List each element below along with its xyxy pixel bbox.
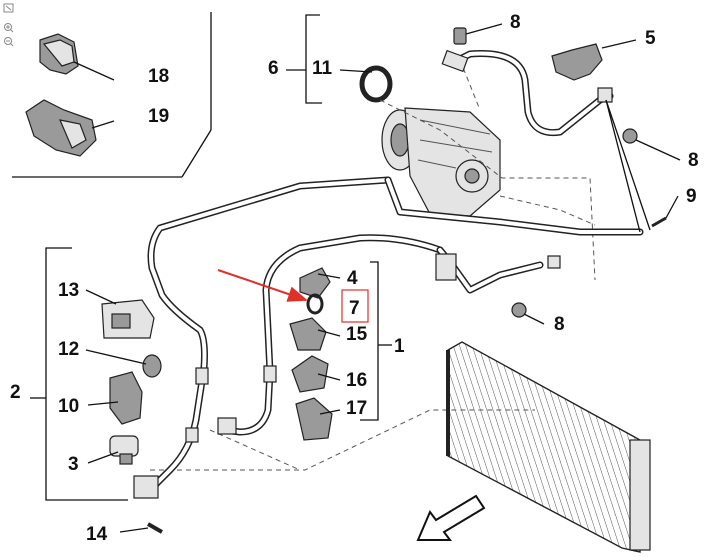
- callout-15: 15: [346, 324, 368, 345]
- direction-arrow-icon: [416, 494, 486, 541]
- compressor: [381, 107, 501, 217]
- part-15-bracket: [289, 317, 327, 351]
- callout-19: 19: [148, 106, 169, 127]
- highlight-arrow: [217, 269, 308, 302]
- callout-7: 7: [349, 298, 360, 319]
- callout-8-right: 8: [688, 150, 699, 171]
- callout-11: 11: [312, 58, 333, 79]
- inset-frame: [12, 12, 212, 178]
- callout-12: 12: [58, 339, 79, 360]
- part-12-grommet: [142, 354, 162, 378]
- part-7-o-ring: [306, 293, 324, 315]
- zoom-in-icon[interactable]: [4, 23, 14, 33]
- callout-14: 14: [86, 524, 108, 545]
- part-14-bolt: [147, 522, 163, 534]
- callout-10: 10: [58, 396, 79, 417]
- part-19-bracket: [25, 99, 97, 157]
- part-9-screw: [651, 216, 667, 228]
- hose-fittings: [133, 49, 613, 499]
- part-3-pressure-switch: [109, 435, 139, 465]
- callout-8-mid: 8: [554, 314, 565, 335]
- callout-18: 18: [148, 66, 169, 87]
- part-18-bracket: [39, 33, 79, 75]
- callout-17: 17: [346, 398, 367, 419]
- part-16-bracket: [291, 355, 329, 393]
- group-bracket-2: [30, 247, 128, 501]
- callout-16: 16: [346, 370, 367, 391]
- zoom-out-icon[interactable]: [4, 37, 14, 47]
- part-8-plug: [453, 27, 638, 318]
- part-5-bracket: [551, 43, 603, 81]
- callout-3: 3: [68, 454, 79, 475]
- callout-5: 5: [645, 28, 656, 49]
- callout-4: 4: [347, 268, 358, 289]
- condenser: [446, 341, 651, 553]
- callout-2: 2: [10, 382, 21, 403]
- callout-8-top: 8: [510, 12, 521, 33]
- callout-9: 9: [686, 186, 697, 207]
- hose-upper: [454, 50, 614, 137]
- part-10-bracket: [109, 371, 143, 425]
- leader-lines: [85, 23, 681, 533]
- callout-1: 1: [394, 336, 405, 357]
- part-11-seal: [359, 65, 393, 103]
- part-17-bracket: [295, 397, 333, 441]
- fit-to-window-icon[interactable]: [3, 3, 14, 13]
- group-bracket-6: [286, 14, 322, 104]
- part-13-clip: [101, 299, 155, 339]
- callout-6: 6: [268, 58, 279, 79]
- callout-13: 13: [58, 280, 79, 301]
- highlight-box: [341, 289, 369, 323]
- group-bracket-1: [360, 261, 392, 421]
